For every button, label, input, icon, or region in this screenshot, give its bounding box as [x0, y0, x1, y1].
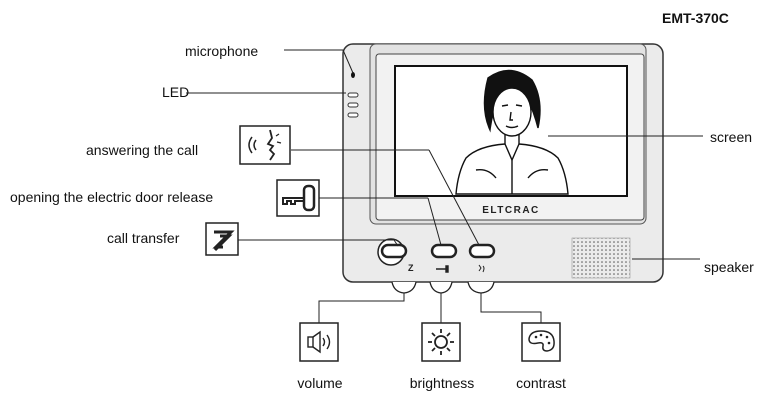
brand-logo: ELTCRAC	[482, 205, 540, 216]
caption-volume: volume	[297, 375, 343, 391]
answer-call-button[interactable]	[468, 243, 496, 273]
microphone-hole	[351, 72, 355, 78]
label-screen: screen	[710, 129, 753, 145]
brightness-icon	[421, 322, 461, 362]
label-door-release: opening the electric door release	[10, 189, 214, 205]
bottom-knobs[interactable]	[391, 281, 495, 294]
call-transfer-icon	[205, 222, 239, 256]
label-speaker: speaker	[704, 259, 754, 275]
caption-brightness: brightness	[409, 375, 475, 391]
model-name: EMT-370C	[662, 10, 729, 26]
door-release-button[interactable]	[430, 243, 458, 273]
label-call-transfer: call transfer	[107, 230, 180, 246]
door-key-icon	[276, 179, 320, 217]
led-indicators	[347, 92, 359, 118]
screen	[394, 65, 628, 197]
label-led: LED	[162, 84, 190, 100]
label-answering-call: answering the call	[86, 142, 199, 158]
svg-text:Z: Z	[408, 263, 414, 273]
caption-contrast: contrast	[516, 375, 566, 391]
speaker-grill	[571, 237, 631, 279]
volume-icon	[299, 322, 339, 362]
portrait-image	[455, 69, 569, 195]
label-microphone: microphone	[185, 43, 259, 59]
leader-lines	[186, 49, 703, 323]
answer-call-icon	[239, 125, 291, 165]
contrast-icon	[521, 322, 561, 362]
